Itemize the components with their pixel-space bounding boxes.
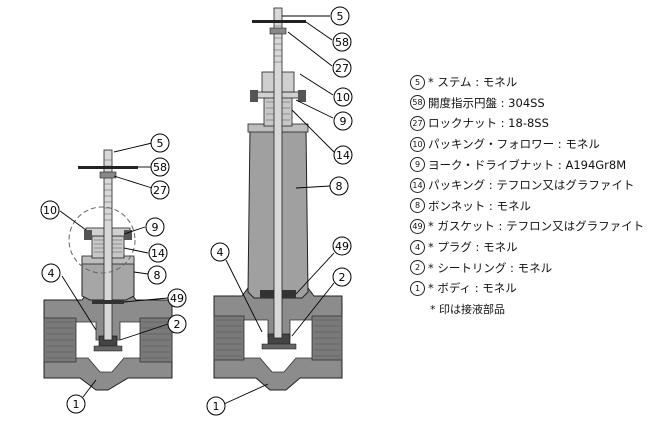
svg-text:9: 9 xyxy=(152,221,159,234)
legend-item-seat-ring: 2* シートリング : モネル xyxy=(410,257,660,278)
small-callouts: 5 58 27 10 9 14 8 4 49 2 1 xyxy=(40,133,187,414)
svg-text:58: 58 xyxy=(335,36,349,49)
svg-text:4: 4 xyxy=(48,267,55,280)
callout-small-4: 4 xyxy=(41,263,61,283)
svg-text:14: 14 xyxy=(336,149,350,162)
svg-text:4: 4 xyxy=(217,246,224,259)
svg-text:2: 2 xyxy=(339,271,346,284)
svg-text:27: 27 xyxy=(153,184,167,197)
svg-text:10: 10 xyxy=(43,204,57,217)
callout-large-5: 5 xyxy=(330,6,350,26)
legend-text: * プラグ : モネル xyxy=(428,240,518,255)
small-stem xyxy=(103,149,113,341)
callout-small-5: 5 xyxy=(150,133,170,153)
svg-text:14: 14 xyxy=(151,247,165,260)
callout-small-2: 2 xyxy=(167,314,187,334)
callout-large-10: 10 xyxy=(333,87,353,107)
svg-text:49: 49 xyxy=(335,240,349,253)
leader-lines xyxy=(59,15,335,405)
svg-text:2: 2 xyxy=(174,318,181,331)
large-valve xyxy=(213,7,343,391)
legend-text: * ステム : モネル xyxy=(428,75,518,90)
callout-small-49: 49 xyxy=(167,288,187,308)
svg-text:1: 1 xyxy=(213,400,220,413)
svg-text:49: 49 xyxy=(170,292,184,305)
large-callouts: 5 58 27 10 9 14 8 4 49 2 1 xyxy=(206,6,353,416)
legend-item-plug: 4* プラグ : モネル xyxy=(410,237,660,258)
callout-large-27: 27 xyxy=(332,58,352,78)
legend-number: 14 xyxy=(410,177,425,193)
legend-text: パッキング・フォロワー : モネル xyxy=(428,137,600,152)
large-stem xyxy=(273,7,283,339)
legend-number: 1 xyxy=(410,280,425,296)
svg-text:8: 8 xyxy=(154,269,161,282)
callout-large-4: 4 xyxy=(210,242,230,262)
callout-small-10: 10 xyxy=(40,200,60,220)
callout-small-14: 14 xyxy=(148,243,168,263)
legend-number: 8 xyxy=(410,198,425,214)
legend-number: 10 xyxy=(410,136,425,152)
legend-text: ロックナット : 18-8SS xyxy=(428,116,549,131)
callout-large-14: 14 xyxy=(333,145,353,165)
svg-text:1: 1 xyxy=(73,398,80,411)
svg-text:27: 27 xyxy=(335,62,349,75)
callout-small-27: 27 xyxy=(150,180,170,200)
svg-text:58: 58 xyxy=(153,161,167,174)
legend-number: 5 xyxy=(410,74,425,90)
callout-large-8: 8 xyxy=(329,176,349,196)
callout-small-9: 9 xyxy=(145,217,165,237)
svg-text:10: 10 xyxy=(336,91,350,104)
legend-note: * 印は接液部品 xyxy=(430,302,505,316)
legend-item-stem: 5* ステム : モネル xyxy=(410,72,660,93)
callout-large-1: 1 xyxy=(206,396,226,416)
callout-small-1: 1 xyxy=(66,394,86,414)
svg-text:9: 9 xyxy=(340,115,347,128)
svg-text:5: 5 xyxy=(157,137,164,150)
legend-item-gasket: 49* ガスケット : テフロン又はグラファイト xyxy=(410,216,660,237)
svg-text:5: 5 xyxy=(337,10,344,23)
legend-text: パッキング : テフロン又はグラファイト xyxy=(428,178,635,193)
legend-text: ボンネット : モネル xyxy=(428,198,531,213)
callout-large-49: 49 xyxy=(332,236,352,256)
legend-number: 58 xyxy=(410,95,425,111)
legend-text: * シートリング : モネル xyxy=(428,260,553,275)
legend-number: 27 xyxy=(410,115,425,131)
legend-text: * ガスケット : テフロン又はグラファイト xyxy=(428,219,645,234)
legend-text: ヨーク・ドライブナット : A194Gr8M xyxy=(428,157,627,172)
svg-text:8: 8 xyxy=(336,180,343,193)
small-valve xyxy=(43,149,173,391)
callout-small-58: 58 xyxy=(150,157,170,177)
legend-item-body: 1* ボディ : モネル xyxy=(410,278,660,299)
callout-large-58: 58 xyxy=(332,32,352,52)
callout-small-8: 8 xyxy=(147,265,167,285)
legend-number: 2 xyxy=(410,260,425,276)
legend-number: 9 xyxy=(410,157,425,173)
legend-number: 4 xyxy=(410,239,425,255)
legend-text: * ボディ : モネル xyxy=(428,281,517,296)
callout-large-9: 9 xyxy=(333,111,353,131)
legend-text: 開度指示円盤 : 304SS xyxy=(428,95,545,110)
legend-number: 49 xyxy=(410,218,425,234)
callout-large-2: 2 xyxy=(332,267,352,287)
